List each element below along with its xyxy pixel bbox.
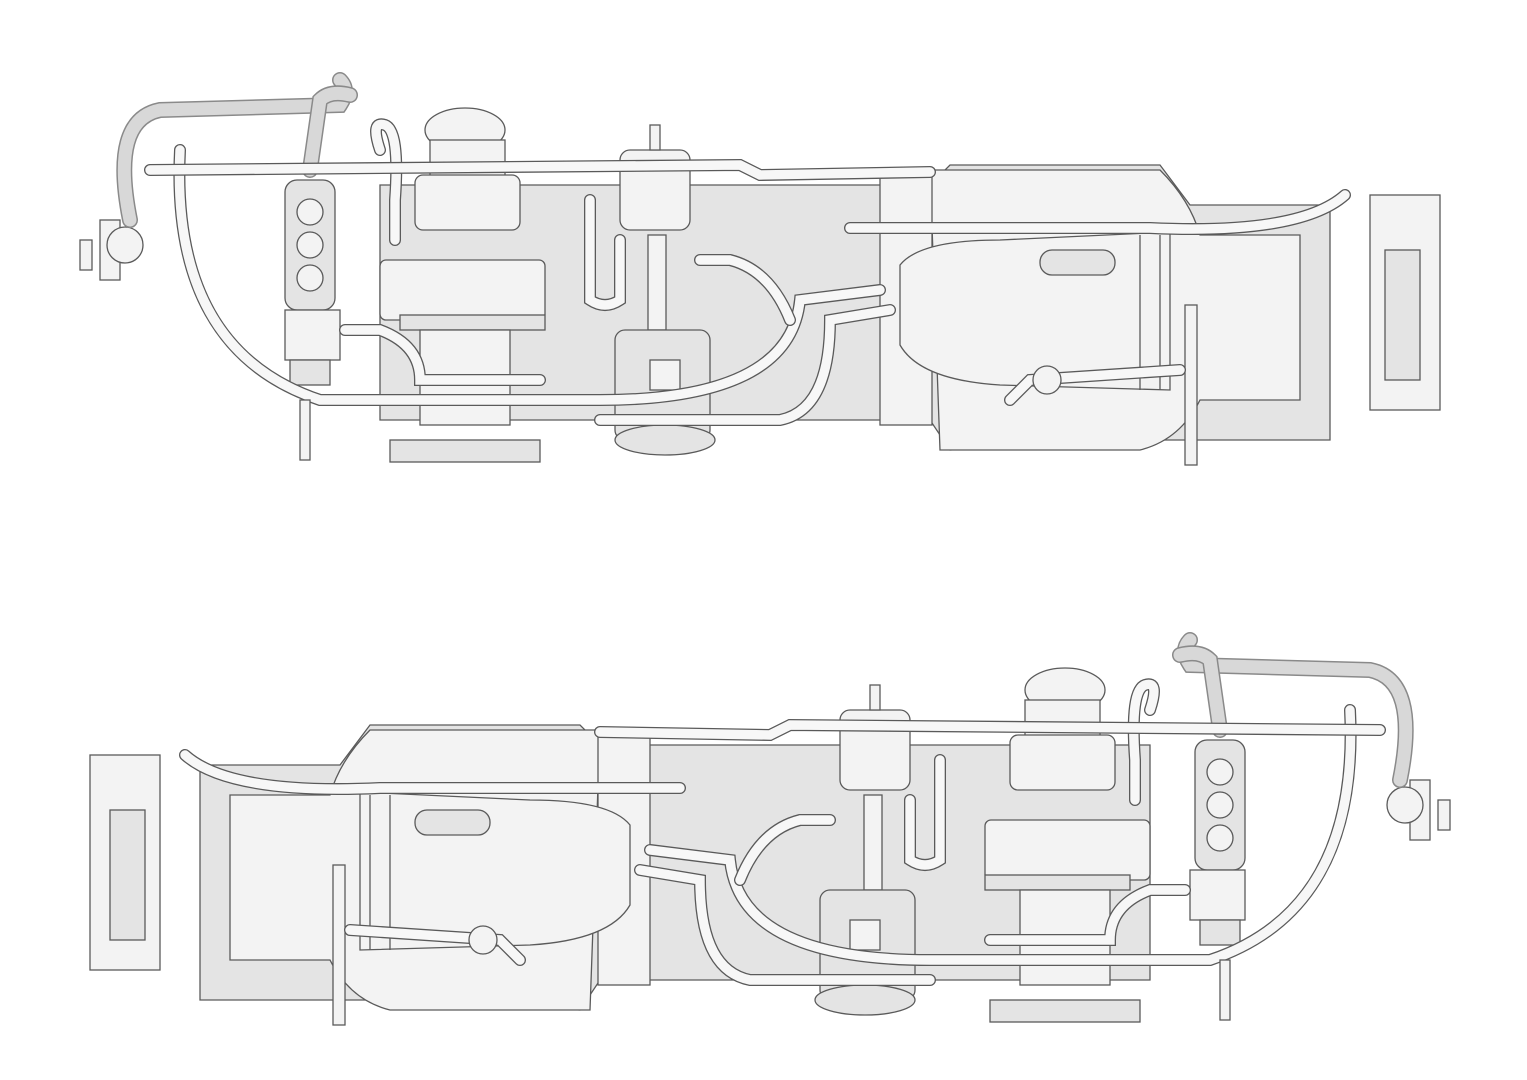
engine-view-top <box>80 80 1440 465</box>
engine-view-bottom-mirrored <box>90 640 1450 1025</box>
